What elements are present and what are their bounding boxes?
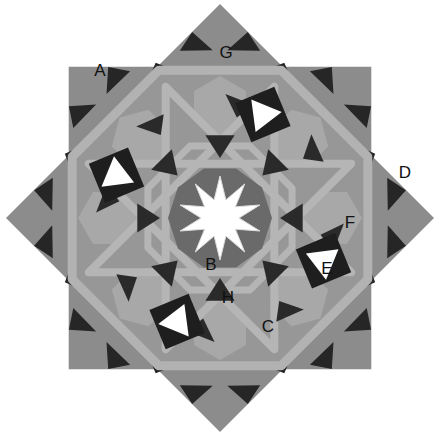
centre-ground (168, 169, 272, 268)
dark-triangle (180, 32, 213, 51)
region-letter: F (345, 214, 355, 231)
region-letter: E (321, 260, 332, 277)
dark-triangle (69, 308, 96, 332)
dark-triangle (387, 225, 406, 258)
region-letter: D (399, 164, 411, 181)
dark-kite (235, 87, 291, 142)
dark-triangle (262, 149, 288, 175)
region-letter: B (205, 256, 216, 273)
central-star (180, 176, 260, 260)
dark-triangle (303, 134, 324, 162)
inner-band (148, 146, 292, 290)
region-letter: C (262, 318, 274, 335)
white-triangle (251, 100, 281, 133)
dark-triangle (34, 178, 53, 211)
dark-triangle (344, 105, 371, 129)
white-triangle (158, 304, 188, 337)
dark-kite (149, 294, 205, 349)
dark-triangle (151, 149, 177, 175)
dark-triangle (116, 274, 137, 302)
dark-triangle (69, 105, 96, 129)
interlace-band (89, 87, 351, 349)
dark-triangle (151, 260, 177, 286)
dark-triangle (262, 260, 288, 286)
star-square (6, 4, 434, 432)
dark-triangle (107, 67, 131, 94)
dark-triangle (137, 203, 160, 232)
dark-triangle (227, 385, 260, 404)
dark-triangle (180, 385, 213, 404)
dark-kite (296, 233, 351, 289)
octagon-band (72, 70, 368, 366)
dark-triangle (34, 225, 53, 258)
region-letter: G (219, 44, 232, 61)
region-letter: A (94, 62, 105, 79)
dark-triangle (280, 203, 303, 232)
dark-triangle (387, 178, 406, 211)
region-letter: H (222, 289, 234, 306)
dark-triangle (276, 301, 304, 322)
white-triangle (306, 249, 339, 279)
dark-triangle (205, 135, 234, 158)
dark-triangle (310, 342, 334, 369)
dark-triangle (107, 342, 131, 369)
dark-kite (89, 147, 144, 203)
white-triangle (102, 156, 135, 186)
dark-triangle (310, 67, 334, 94)
dark-triangle (136, 114, 164, 135)
dark-triangle (344, 308, 371, 332)
star-square (69, 67, 372, 370)
